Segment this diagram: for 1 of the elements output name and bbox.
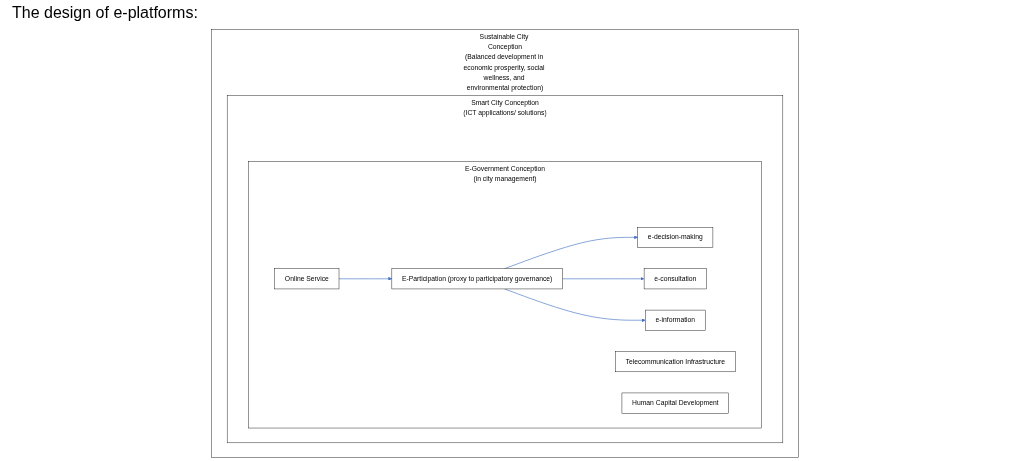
note-text: The design of e-platforms: [12, 4, 199, 22]
